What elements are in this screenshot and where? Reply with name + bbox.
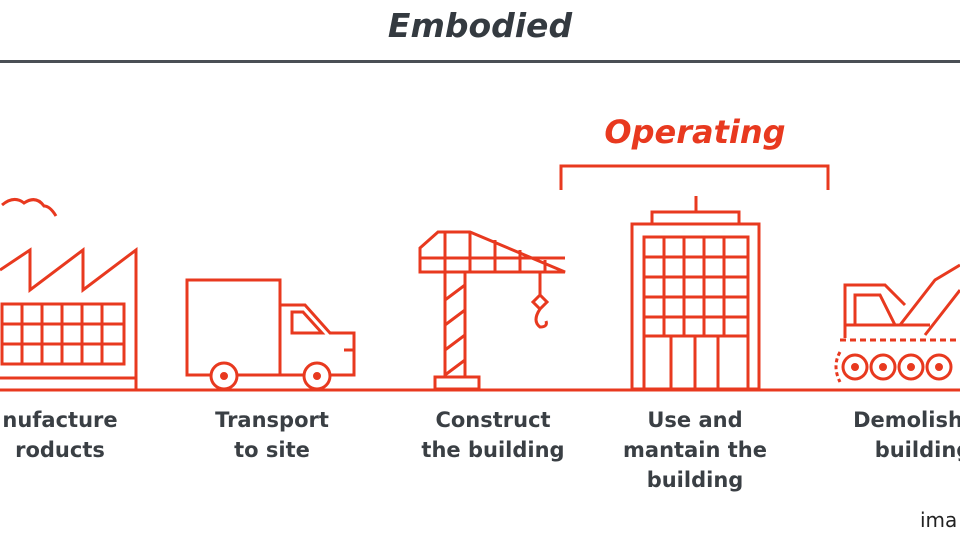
stage-label-line: building (646, 468, 744, 492)
stage-label-manufacture: nufacture roducts (0, 405, 160, 465)
stage-label-line: Use and (647, 408, 743, 432)
stage-label-line: to site (234, 438, 310, 462)
office-building-icon (630, 196, 761, 391)
stage-label-transport: Transport to site (172, 405, 372, 465)
stage-label-line: nufacture (2, 408, 118, 432)
operating-title: Operating (604, 113, 786, 151)
demolition-excavator-icon (834, 263, 960, 383)
embodied-divider (0, 60, 960, 63)
operating-bracket (559, 164, 830, 190)
stage-label-use: Use and mantain the building (595, 405, 795, 495)
crane-icon (418, 230, 566, 391)
factory-icon (0, 198, 138, 390)
stage-label-line: Transport (215, 408, 329, 432)
stage-label-demolish: Demolish building (808, 405, 960, 465)
stage-label-construct: Construct the building (393, 405, 593, 465)
embodied-title: Embodied (387, 6, 573, 45)
stage-label-line: building (874, 438, 960, 462)
stage-label-line: roducts (15, 438, 105, 462)
stage-label-line: Demolish (853, 408, 960, 432)
stage-label-line: Construct (435, 408, 551, 432)
truck-icon (185, 278, 356, 391)
stage-label-line: mantain the (623, 438, 767, 462)
stage-label-line: the building (421, 438, 565, 462)
image-credit: ima (920, 508, 958, 532)
